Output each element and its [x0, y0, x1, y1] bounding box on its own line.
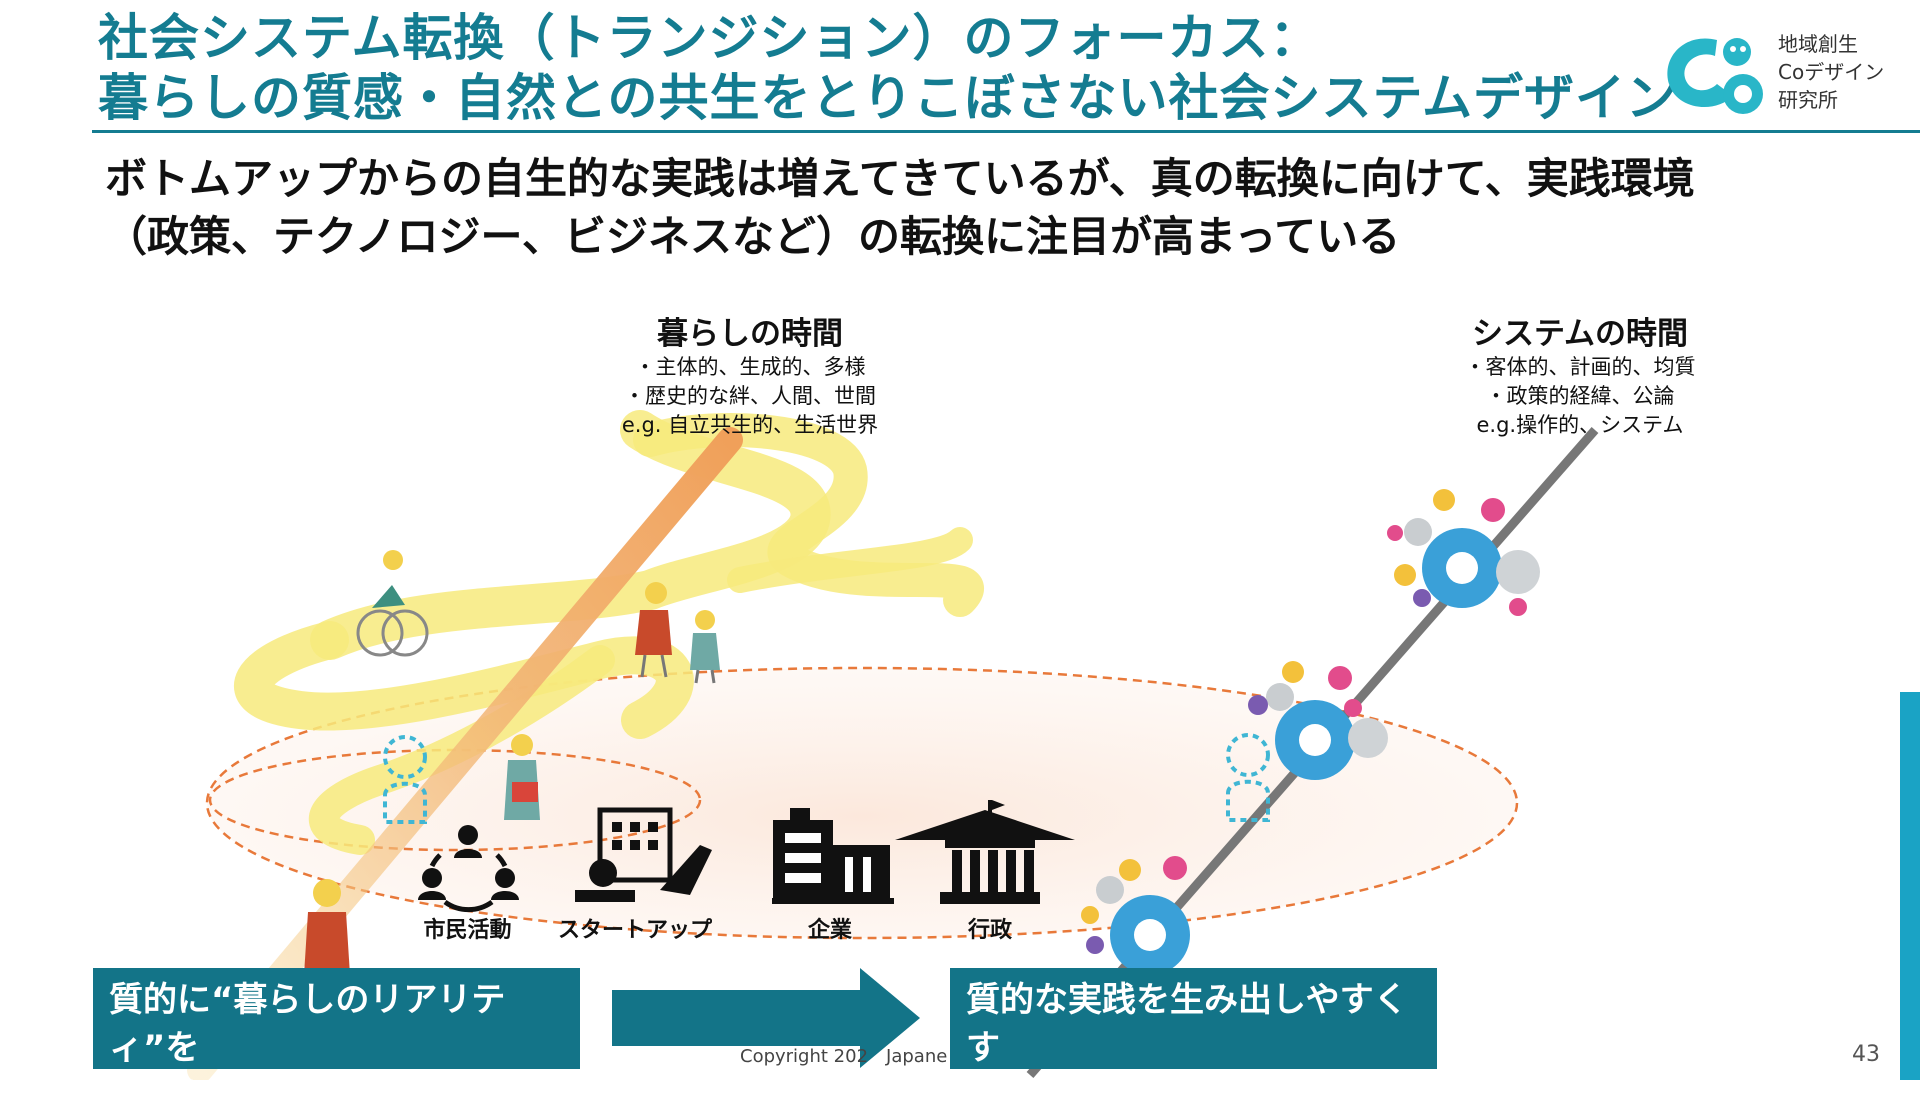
actor-label-startup: スタートアップ: [555, 912, 715, 944]
living-time-label: 暮らしの時間 ・主体的、生成的、多様 ・歴史的な絆、人間、世間 e.g. 自立共…: [590, 308, 910, 440]
living-time-item-3: e.g. 自立共生的、生活世界: [590, 411, 910, 440]
system-time-item-3: e.g.操作的、システム: [1420, 411, 1740, 440]
copyright-text: Copyright 202 Japane: [740, 1042, 947, 1068]
system-hacking-box-line1: 質的な実践を生み出しやすくす: [966, 976, 1421, 1072]
practice-box-line1: 質的に“暮らしのリアリティ”を: [109, 976, 564, 1072]
actor-label-civic: 市民活動: [405, 912, 530, 944]
system-time-item-2: ・政策的経緯、公論: [1420, 382, 1740, 411]
living-time-item-1: ・主体的、生成的、多様: [590, 353, 910, 382]
living-time-item-2: ・歴史的な絆、人間、世間: [590, 382, 910, 411]
side-accent-bar: [1900, 692, 1920, 1080]
practice-box: 質的に“暮らしのリアリティ”を 捉えた実践: [93, 968, 580, 1069]
living-time-title: 暮らしの時間: [590, 308, 910, 353]
system-time-label: システムの時間 ・客体的、計画的、均質 ・政策的経緯、公論 e.g.操作的、シス…: [1420, 308, 1740, 440]
actor-label-company: 企業: [775, 912, 885, 944]
system-hacking-box-line2: るシステムへのハッキング: [966, 1072, 1421, 1120]
system-time-item-1: ・客体的、計画的、均質: [1420, 353, 1740, 382]
practice-box-line2: 捉えた実践: [109, 1072, 564, 1120]
system-hacking-box: 質的な実践を生み出しやすくす るシステムへのハッキング: [950, 968, 1437, 1069]
actor-label-government: 行政: [935, 912, 1045, 944]
system-time-title: システムの時間: [1420, 308, 1740, 353]
gear-cluster-top: [1387, 489, 1540, 616]
page-number: 43: [1852, 1042, 1880, 1067]
